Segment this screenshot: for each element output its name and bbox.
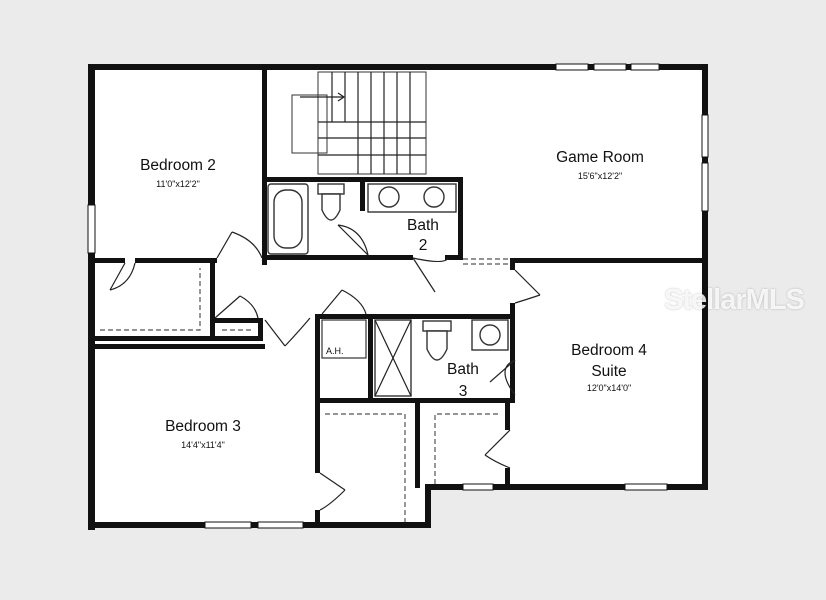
room-name-bath-2-line2: 2 <box>419 237 428 254</box>
interior-walls <box>95 70 705 524</box>
room-name-bedroom-2: Bedroom 2 <box>140 157 216 174</box>
staircase <box>291 71 427 175</box>
room-labels: Bedroom 2 11'0"x12'2" Game Room 15'6"x12… <box>140 149 647 450</box>
room-name-bath-2-line1: Bath <box>407 217 439 234</box>
room-name-bath-3-line2: 3 <box>459 383 468 400</box>
room-name-bedroom-4-line2: Suite <box>591 363 626 380</box>
floor-area <box>90 66 706 527</box>
room-name-game-room: Game Room <box>556 149 644 166</box>
air-handler-closet <box>321 289 367 359</box>
closet-shelving <box>100 268 500 522</box>
bath2-fixtures <box>267 183 510 293</box>
room-name-bedroom-3: Bedroom 3 <box>165 418 241 435</box>
watermark-logo: StellarMLS <box>664 284 805 316</box>
windows <box>87 63 709 529</box>
doors <box>109 231 541 511</box>
room-dims-bedroom-3: 14'4"x11'4" <box>181 440 225 450</box>
room-name-bath-3-line1: Bath <box>447 361 479 378</box>
room-dims-bedroom-2: 11'0"x12'2" <box>156 179 200 189</box>
air-handler-label: A.H. <box>326 346 344 356</box>
room-dims-game-room: 15'6"x12'2" <box>578 171 622 181</box>
bath3-fixtures <box>374 319 516 397</box>
room-name-bedroom-4-line1: Bedroom 4 <box>571 342 647 359</box>
room-dims-bedroom-4: 12'0"x14'0" <box>587 383 631 393</box>
